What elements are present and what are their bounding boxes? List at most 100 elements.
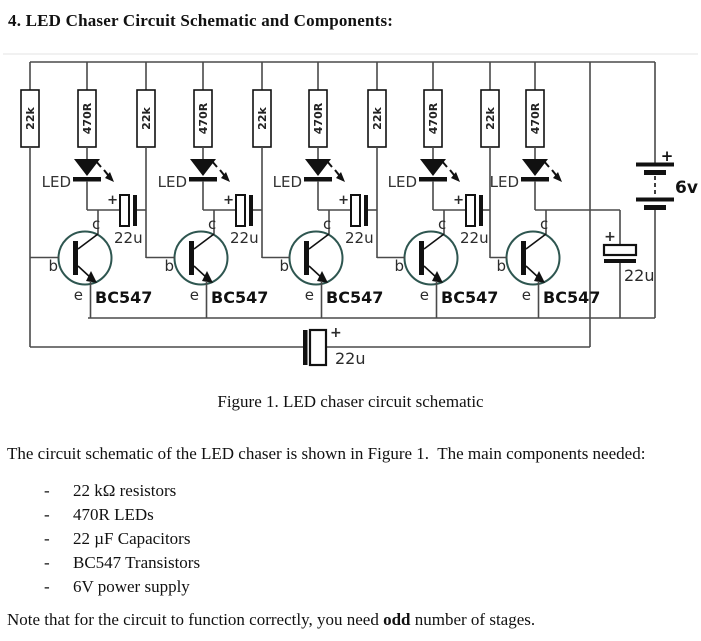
list-item: - 470R LEDs (0, 505, 701, 529)
transistor-bc547: c be BC547 (30, 210, 152, 318)
list-item-text: 470R LEDs (73, 505, 154, 524)
list-bullet: - (44, 577, 50, 596)
led-symbol: LED (158, 147, 230, 210)
svg-text:c: c (92, 215, 100, 233)
svg-text:22k: 22k (140, 107, 153, 130)
svg-text:22u: 22u (335, 349, 366, 368)
svg-text:LED: LED (42, 173, 71, 191)
battery-6v: +6v (636, 62, 698, 318)
svg-text:470R: 470R (81, 102, 94, 134)
resistor-470r: 470R (423, 62, 443, 148)
svg-text:LED: LED (273, 173, 302, 191)
resistor-22k: 22k (136, 62, 156, 148)
svg-text:LED: LED (490, 173, 519, 191)
svg-text:BC547: BC547 (95, 288, 152, 307)
resistor-22k: 22k (252, 62, 272, 148)
list-bullet: - (44, 529, 50, 548)
svg-text:LED: LED (388, 173, 417, 191)
coupling-capacitor: +22u (87, 193, 146, 247)
resistor-470r: 470R (193, 62, 213, 148)
svg-text:b: b (279, 257, 289, 275)
list-item: - BC547 Transistors (0, 553, 701, 577)
svg-text:470R: 470R (312, 102, 325, 134)
svg-text:b: b (394, 257, 404, 275)
list-item-text: 22 kΩ resistors (73, 481, 177, 500)
svg-text:b: b (164, 257, 174, 275)
svg-text:6v: 6v (675, 178, 698, 198)
list-bullet: - (44, 553, 50, 572)
resistor-22k: 22k (367, 62, 387, 148)
svg-text:b: b (496, 257, 506, 275)
svg-text:+: + (223, 193, 234, 208)
svg-text:22k: 22k (256, 107, 269, 130)
svg-text:+: + (330, 325, 342, 341)
svg-text:470R: 470R (427, 102, 440, 134)
feedback-capacitor: +22u (303, 325, 366, 368)
led-symbol: LED (490, 147, 562, 210)
list-bullet: - (44, 505, 50, 524)
coupling-capacitor: +22u (318, 193, 377, 247)
svg-text:b: b (48, 257, 58, 275)
svg-text:470R: 470R (529, 102, 542, 134)
svg-text:22u: 22u (460, 229, 489, 247)
svg-text:+: + (604, 229, 616, 245)
svg-text:BC547: BC547 (326, 288, 383, 307)
svg-text:e: e (190, 286, 199, 304)
list-item-text: 6V power supply (73, 577, 190, 596)
coupling-capacitor: +22u (203, 193, 262, 247)
svg-text:c: c (540, 215, 548, 233)
list-bullet: - (44, 481, 50, 500)
led-symbol: LED (388, 147, 460, 210)
svg-text:22k: 22k (484, 107, 497, 130)
svg-text:e: e (420, 286, 429, 304)
svg-text:22u: 22u (114, 229, 143, 247)
svg-text:22u: 22u (345, 229, 374, 247)
note-emphasis: odd (383, 610, 411, 629)
note-pre: Note that for the circuit to function co… (7, 610, 384, 629)
svg-text:22k: 22k (371, 107, 384, 130)
feedback-wire (30, 62, 591, 348)
svg-text:22k: 22k (24, 107, 37, 130)
led-symbol: LED (42, 147, 114, 210)
svg-text:e: e (74, 286, 83, 304)
svg-text:c: c (208, 215, 216, 233)
resistor-22k: 22k (20, 62, 40, 148)
list-item-text: 22 µF Capacitors (73, 529, 191, 548)
chaser-stage: 22k 470R LED c be BC547 (480, 62, 600, 318)
svg-text:e: e (305, 286, 314, 304)
note-post: number of stages. (410, 610, 536, 629)
resistor-22k: 22k (480, 62, 500, 148)
svg-text:22u: 22u (624, 266, 655, 285)
list-item: - 22 kΩ resistors (0, 481, 701, 505)
list-item-text: BC547 Transistors (73, 553, 201, 572)
note-paragraph: Note that for the circuit to function co… (7, 610, 535, 630)
coupling-capacitor: +22u (433, 193, 490, 247)
svg-text:470R: 470R (197, 102, 210, 134)
svg-text:BC547: BC547 (543, 288, 600, 307)
components-list: - 22 kΩ resistors - 470R LEDs - 22 µF Ca… (0, 481, 701, 601)
led-symbol: LED (273, 147, 345, 210)
svg-text:LED: LED (158, 173, 187, 191)
transistor-bc547: c be BC547 (490, 210, 600, 318)
svg-text:+: + (338, 193, 349, 208)
svg-text:+: + (661, 147, 674, 165)
section-heading: 4. LED Chaser Circuit Schematic and Comp… (8, 11, 394, 30)
svg-text:22u: 22u (230, 229, 259, 247)
list-item: - 22 µF Capacitors (0, 529, 701, 553)
figure-caption: Figure 1. LED chaser circuit schematic (217, 392, 484, 411)
svg-text:c: c (438, 215, 446, 233)
svg-text:+: + (453, 193, 464, 208)
intro-paragraph: The circuit schematic of the LED chaser … (7, 444, 646, 463)
filter-capacitor: +22u (602, 210, 655, 318)
transistor-bc547: c be BC547 (262, 210, 383, 318)
svg-text:c: c (323, 215, 331, 233)
svg-text:e: e (522, 286, 531, 304)
svg-text:BC547: BC547 (441, 288, 498, 307)
list-item: - 6V power supply (0, 577, 701, 601)
